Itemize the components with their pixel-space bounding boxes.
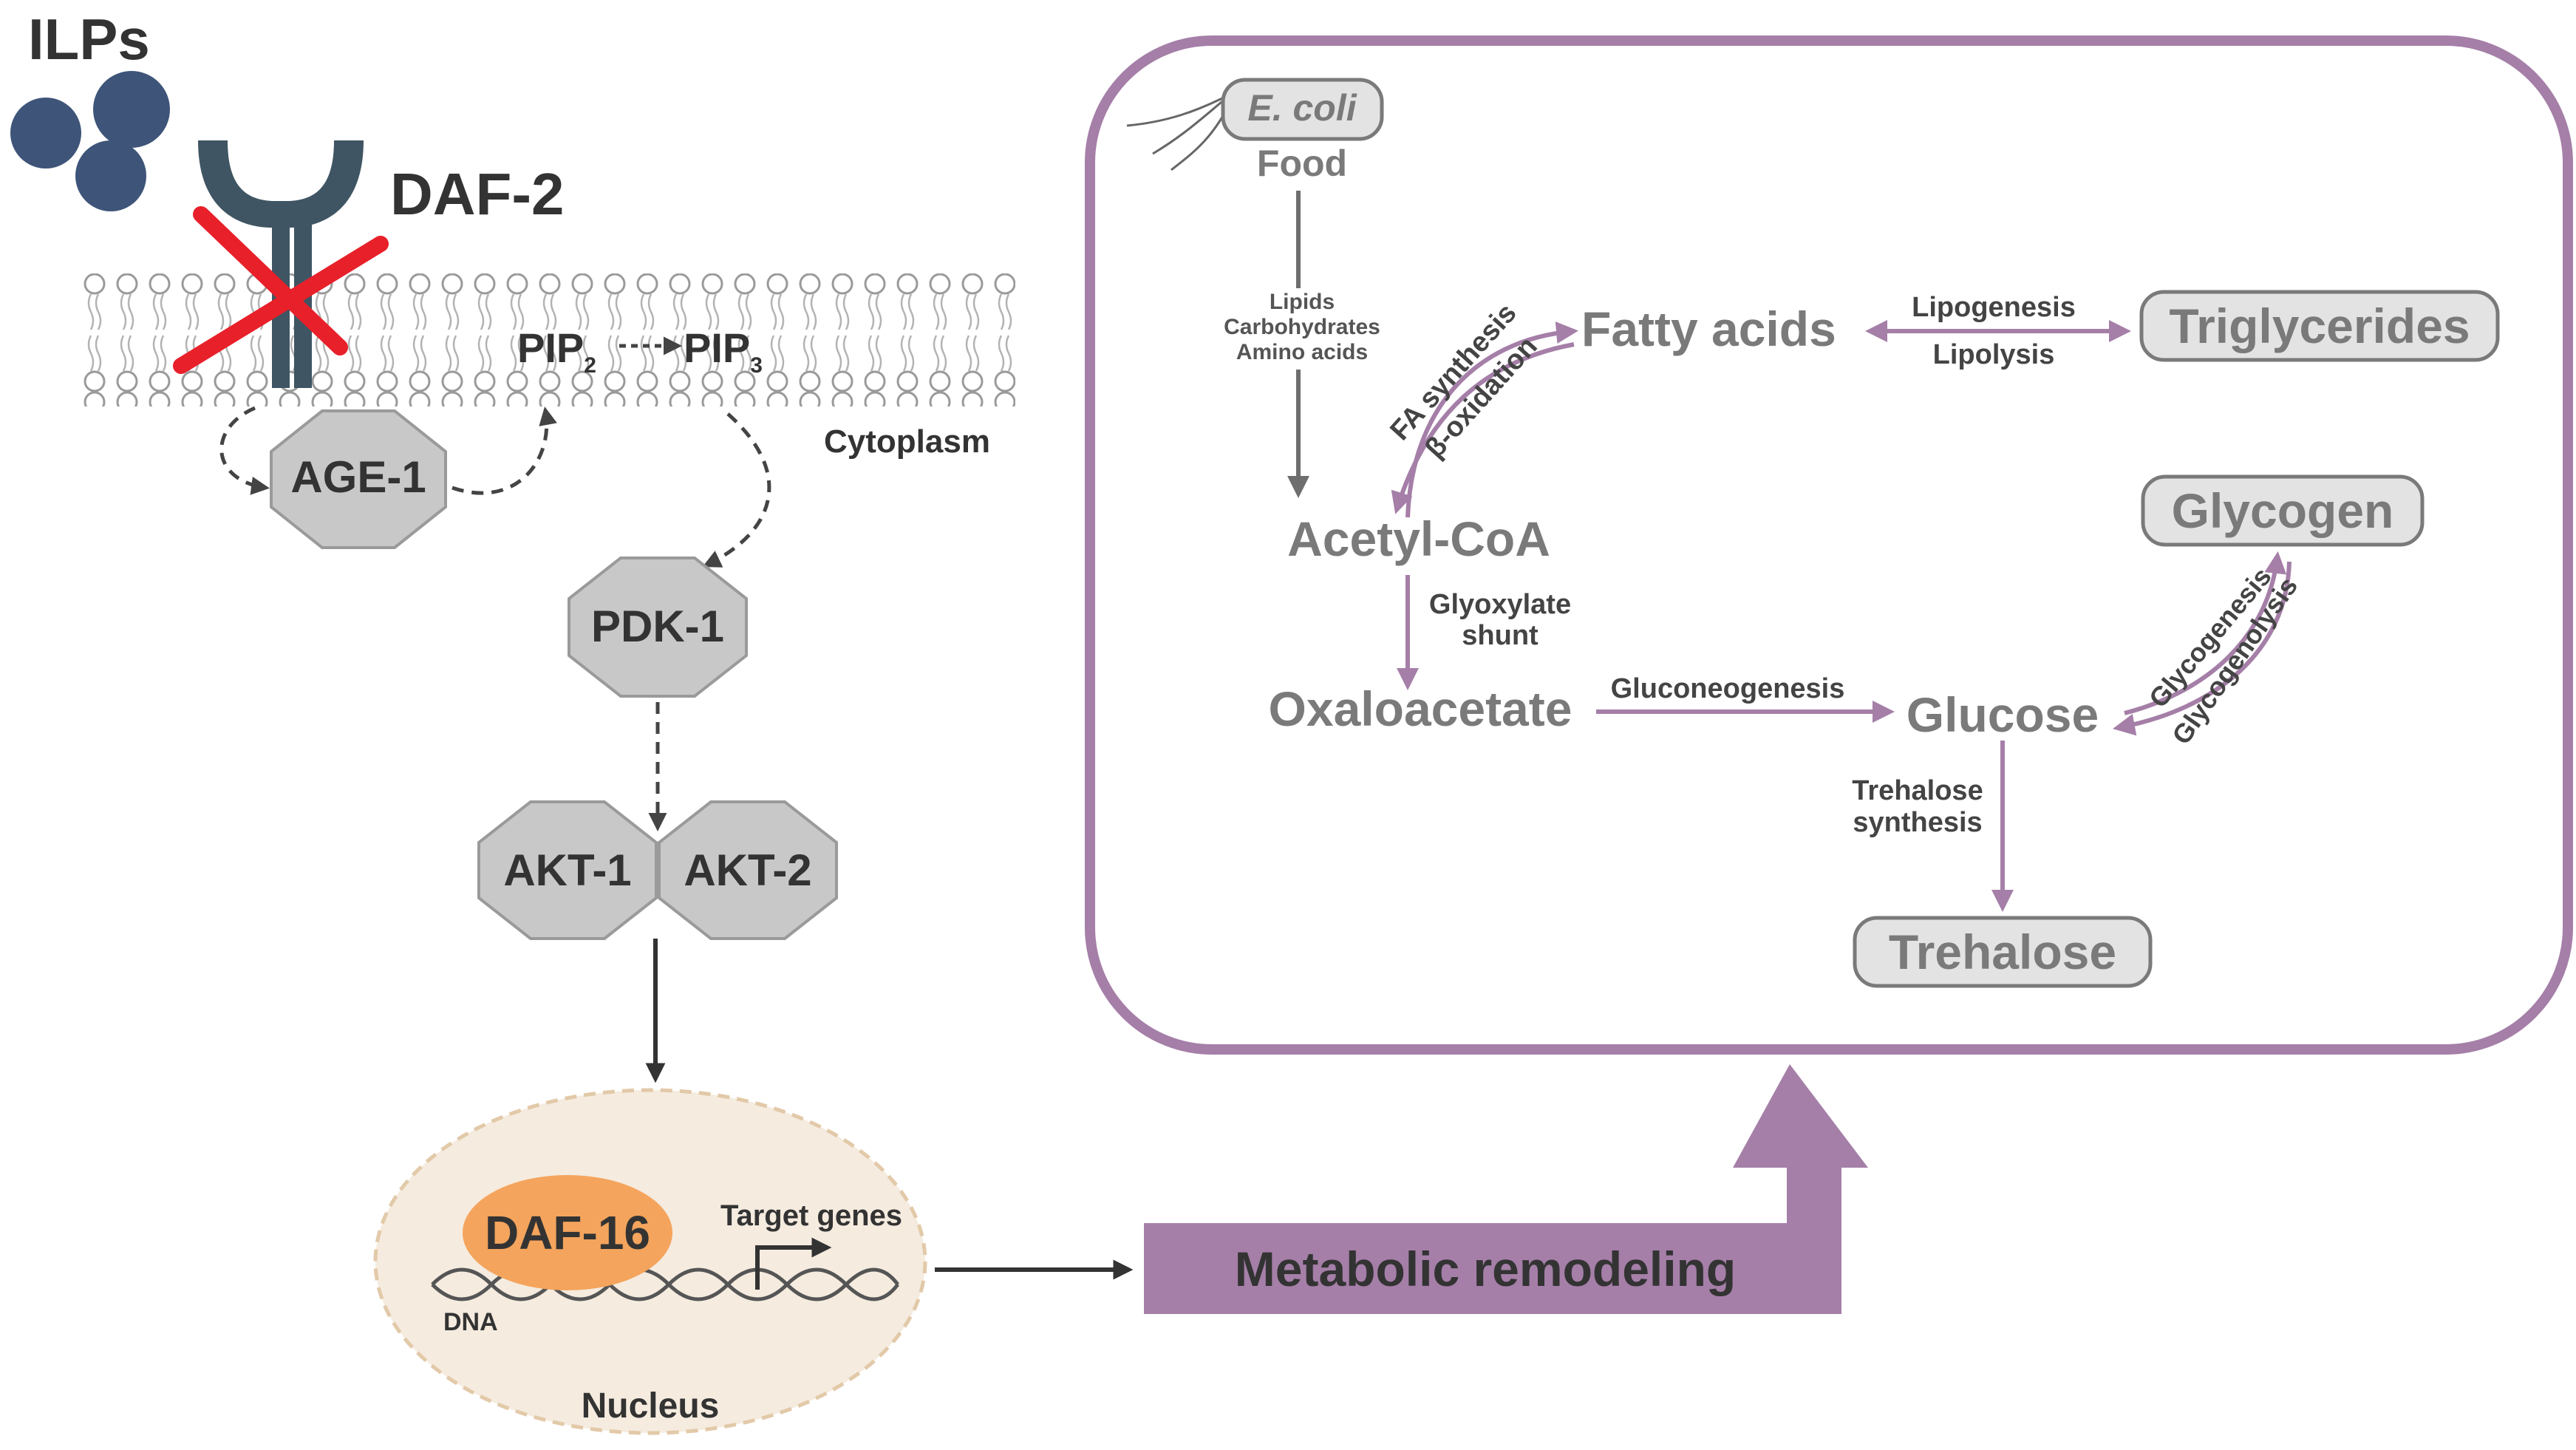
- lipolysis-label: Lipolysis: [1933, 339, 2055, 370]
- nucleus-label: Nucleus: [582, 1386, 720, 1426]
- daf2-label: DAF-2: [390, 161, 565, 227]
- age1-loop-right-arrow: [452, 406, 557, 495]
- lipogenesis-label: Lipogenesis: [1912, 292, 2076, 323]
- age1-loop-left-arrow: [219, 406, 270, 495]
- age1-octagon: [270, 409, 447, 549]
- pdk1-octagon: [568, 556, 748, 698]
- ilps-label: ILPs: [28, 7, 150, 72]
- trehalose-synthesis-label-1: Trehalose: [1852, 775, 1983, 806]
- trehalose-box: [1853, 916, 2153, 988]
- triglycerides-label: Triglycerides: [2169, 299, 2470, 353]
- pip2-label: PIP2: [517, 324, 596, 378]
- ilp-ligand: [10, 98, 81, 169]
- trehalose-synthesis-label-2: synthesis: [1853, 807, 1982, 838]
- fatty-acids-label: Fatty acids: [1581, 302, 1836, 356]
- akt1-label: AKT-1: [503, 845, 631, 895]
- nutrient-list: Lipids Carbohydrates Amino acids: [1224, 290, 1380, 364]
- nutrient-item: Carbohydrates: [1224, 315, 1380, 339]
- glycogenesis-arrow: [2124, 551, 2287, 715]
- target-genes-label: Target genes: [720, 1199, 902, 1232]
- dna-label: DNA: [443, 1308, 498, 1336]
- ilp-ligand: [75, 140, 146, 211]
- cytoplasm-label: Cytoplasm: [824, 423, 990, 460]
- inhibition-x-icon: [173, 206, 389, 374]
- trehalose-label: Trehalose: [1889, 925, 2116, 979]
- akt2-octagon: [658, 800, 838, 940]
- gluconeogenesis-label: Gluconeogenesis: [1611, 673, 1845, 704]
- remodeling-label: Metabolic remodeling: [1235, 1242, 1736, 1296]
- triglycerides-box: [2139, 290, 2500, 362]
- nutrient-item: Lipids: [1270, 290, 1335, 314]
- shunt-label: shunt: [1462, 620, 1539, 651]
- nutrient-item: Amino acids: [1236, 340, 1368, 364]
- pip3-to-pdk1-arrow: [702, 412, 771, 568]
- oxaloacetate-label: Oxaloacetate: [1269, 681, 1572, 736]
- pip3-label: PIP3: [684, 324, 763, 378]
- acetyl-coa-label: Acetyl-CoA: [1287, 511, 1550, 566]
- transcription-arrow-icon: [755, 1237, 832, 1290]
- akt1-octagon: [477, 800, 658, 940]
- glycogen-box: [2141, 474, 2425, 547]
- daf16-label: DAF-16: [485, 1206, 650, 1259]
- fa-synthesis-arrow: [1405, 321, 1578, 518]
- glucose-label: Glucose: [1907, 687, 2099, 742]
- ecoli-box: [1221, 78, 1384, 141]
- age1-label: AGE-1: [290, 452, 426, 502]
- ilp-ligands: [10, 71, 170, 211]
- glycogenolysis-arrow: [2113, 561, 2292, 736]
- beta-oxidation-arrow: [1391, 342, 1575, 514]
- daf16-blob: [463, 1175, 672, 1290]
- food-label: Food: [1257, 143, 1347, 184]
- ilp-ligand: [93, 71, 170, 148]
- remodeling-banner: [1144, 1064, 1868, 1314]
- pdk1-label: PDK-1: [591, 602, 724, 651]
- glyoxylate-label: Glyoxylate: [1429, 589, 1571, 620]
- akt2-label: AKT-2: [684, 845, 811, 895]
- glycogen-label: Glycogen: [2172, 483, 2394, 538]
- ecoli-label: E. coli: [1247, 87, 1357, 129]
